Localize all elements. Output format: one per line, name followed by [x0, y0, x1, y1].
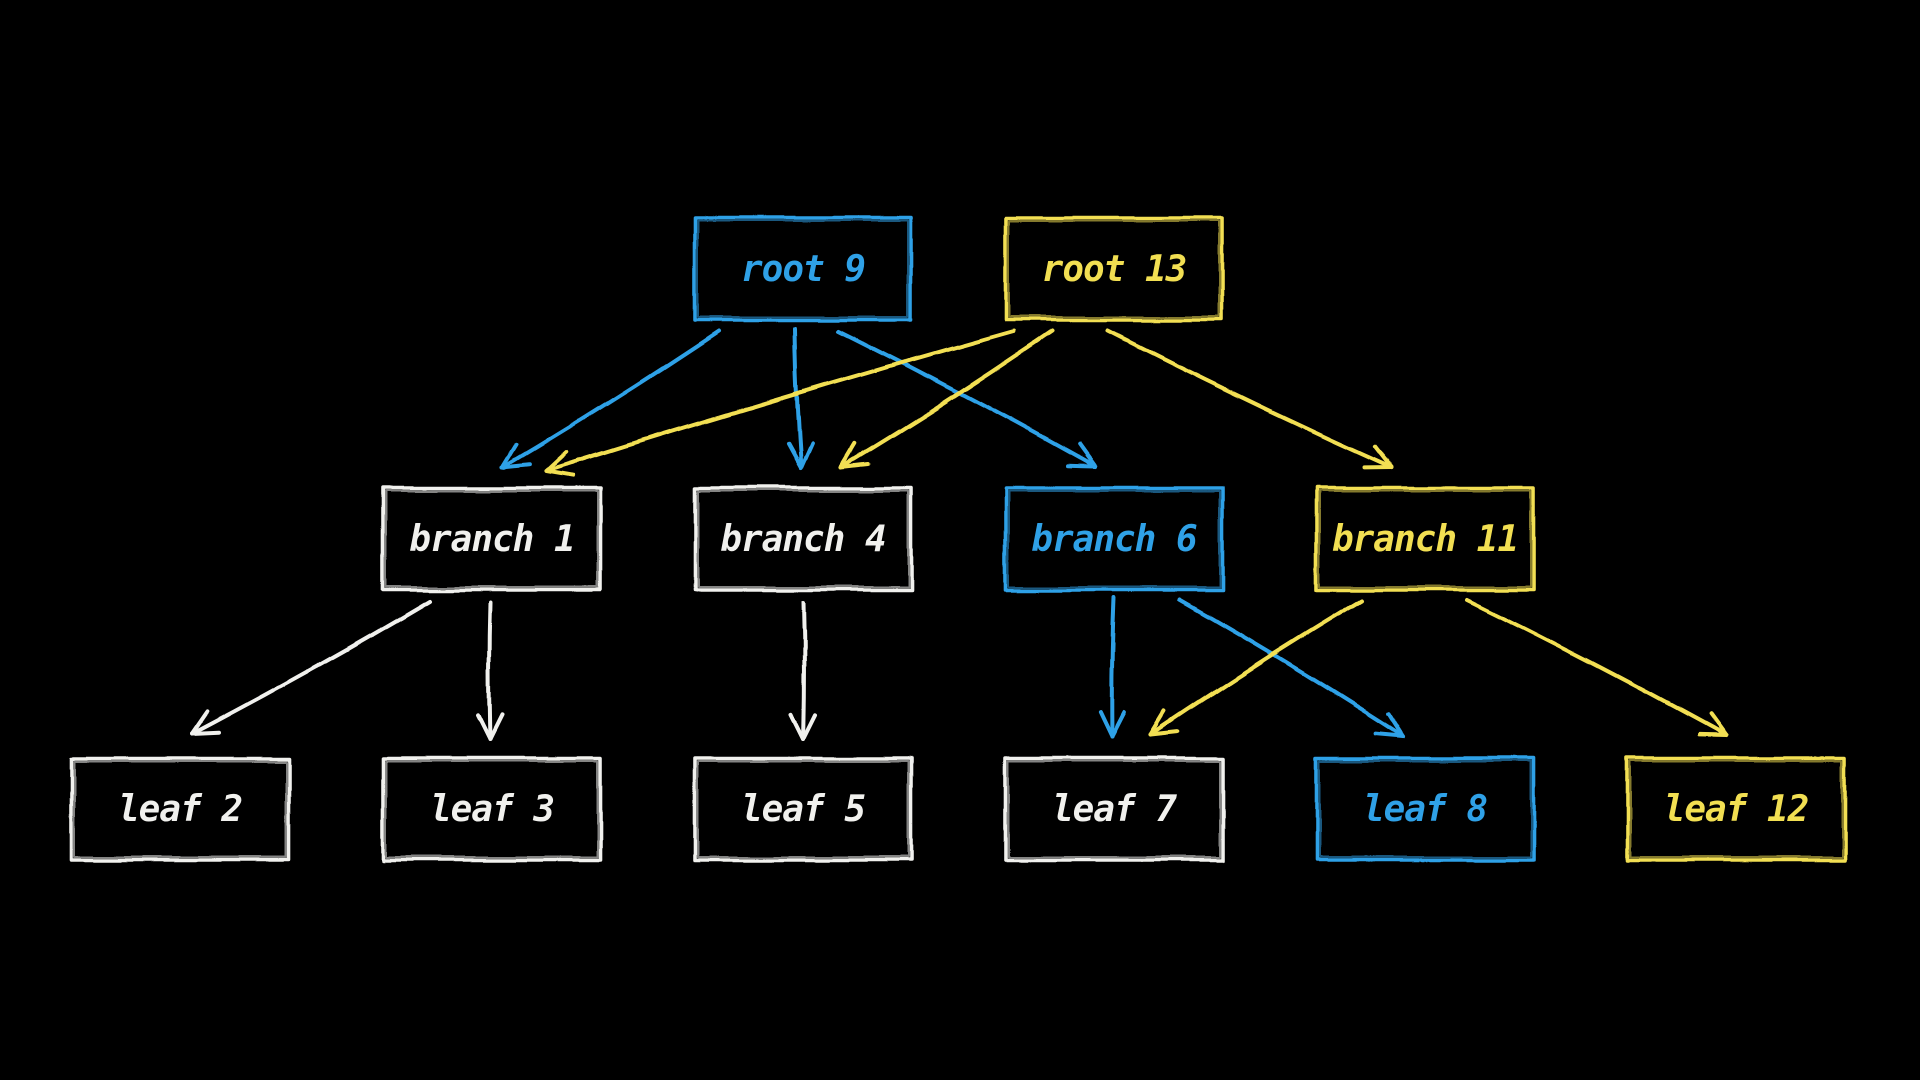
edge-root9-branch1 — [501, 329, 720, 469]
node-label-leaf8: leaf 8 — [1363, 789, 1487, 830]
edges-layer — [190, 327, 1728, 741]
node-branch6 — [1003, 486, 1225, 592]
edge-branch1-leaf2 — [190, 599, 432, 736]
node-label-branch1: branch 1 — [409, 519, 574, 560]
edge-branch4-leaf5 — [789, 601, 817, 741]
boxes-layer — [69, 216, 1847, 862]
edge-root9-branch6 — [836, 329, 1097, 469]
node-leaf8 — [1314, 756, 1536, 862]
node-label-leaf5: leaf 5 — [741, 789, 865, 830]
edge-branch11-leaf7 — [1149, 598, 1364, 737]
node-label-root13: root 13 — [1042, 249, 1187, 290]
node-label-leaf12: leaf 12 — [1664, 789, 1809, 830]
node-branch11 — [1314, 486, 1536, 592]
edge-root13-branch11 — [1106, 329, 1394, 470]
edge-root13-branch1 — [544, 329, 1016, 478]
node-leaf12 — [1625, 756, 1847, 862]
edge-branch11-leaf12 — [1465, 598, 1728, 737]
node-label-leaf7: leaf 7 — [1052, 789, 1177, 830]
node-label-leaf2: leaf 2 — [118, 789, 242, 830]
node-label-leaf3: leaf 3 — [430, 789, 554, 830]
node-leaf3 — [381, 756, 603, 862]
edge-branch6-leaf7 — [1098, 596, 1127, 739]
edge-root9-branch4 — [786, 327, 814, 470]
node-leaf2 — [69, 756, 291, 862]
node-leaf7 — [1003, 756, 1225, 862]
edge-branch6-leaf8 — [1178, 598, 1405, 738]
node-label-root9: root 9 — [741, 249, 865, 290]
labels-layer: root 9 root 13 branch 1 branch 4 branch 6 bra… — [118, 249, 1809, 830]
node-root13 — [1003, 216, 1225, 322]
node-label-branch6: branch 6 — [1031, 519, 1197, 560]
sketch-layer — [69, 216, 1847, 862]
edge-branch1-leaf3 — [476, 601, 504, 741]
node-label-branch11: branch 11 — [1332, 519, 1518, 560]
edge-root13-branch4 — [839, 329, 1054, 469]
node-branch1 — [381, 486, 603, 592]
node-root9 — [692, 216, 914, 322]
node-branch4 — [692, 486, 914, 592]
node-leaf5 — [692, 756, 914, 862]
node-label-branch4: branch 4 — [720, 519, 885, 560]
